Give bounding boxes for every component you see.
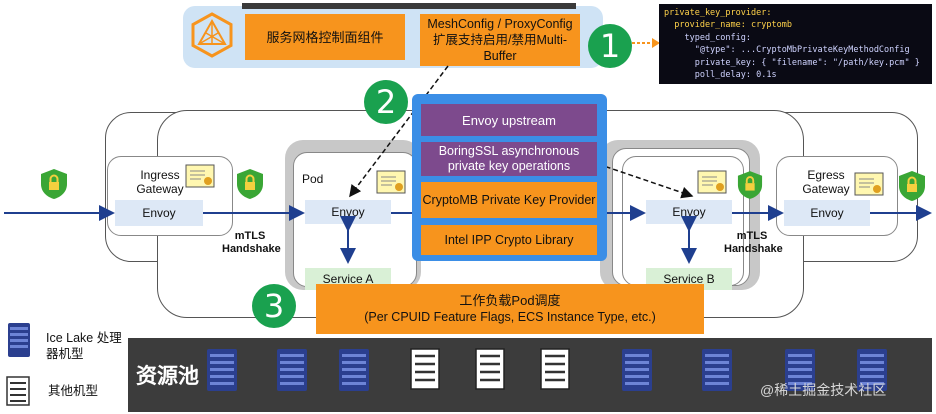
legend-icelake-icon bbox=[6, 322, 32, 363]
step-3-badge: 3 bbox=[252, 284, 296, 328]
code-line-6: poll_delay: 0.1s bbox=[664, 70, 777, 81]
certificate-icon bbox=[376, 170, 406, 201]
ingress-gateway-title: Ingress Gateway bbox=[136, 168, 184, 196]
code-line-3: typed_config: bbox=[664, 32, 751, 43]
scheduler-subtitle: (Per CPUID Feature Flags, ECS Instance T… bbox=[364, 310, 656, 324]
code-line-2: provider_name: cryptomb bbox=[664, 20, 792, 31]
control-plane-top-bar bbox=[242, 3, 576, 9]
step-1-arrow bbox=[632, 36, 660, 50]
boringssl-box: BoringSSL asynchronous private key opera… bbox=[421, 142, 597, 176]
istio-logo-icon bbox=[190, 12, 234, 58]
pod-a-title: Pod bbox=[302, 172, 324, 186]
control-plane-component-box: 服务网格控制面组件 bbox=[245, 14, 405, 60]
step-1-badge: 1 bbox=[588, 24, 632, 68]
lock-shield-icon bbox=[40, 168, 68, 205]
certificate-icon bbox=[854, 172, 884, 203]
lock-shield-icon bbox=[737, 170, 763, 205]
legend-other-icon bbox=[6, 376, 30, 411]
watermark: @稀土掘金技术社区 bbox=[760, 382, 887, 398]
lock-shield-icon bbox=[236, 168, 264, 205]
icelake-server-icon bbox=[620, 348, 654, 397]
cryptomb-box: CryptoMB Private Key Provider bbox=[421, 182, 597, 218]
other-server-icon bbox=[410, 348, 440, 395]
resource-pool-servers bbox=[205, 348, 925, 402]
resource-pool-title: 资源池 bbox=[136, 365, 199, 388]
ingress-envoy: Envoy bbox=[115, 200, 203, 226]
meshconfig-box: MeshConfig / ProxyConfig 扩展支持启用/禁用Multi-… bbox=[420, 14, 580, 66]
legend-other-label: 其他机型 bbox=[48, 384, 99, 398]
certificate-icon bbox=[185, 164, 215, 195]
icelake-server-icon bbox=[205, 348, 239, 397]
code-line-5: private_key: { "filename": "/path/key.pc… bbox=[664, 57, 920, 68]
other-server-icon bbox=[475, 348, 505, 395]
icelake-server-icon bbox=[855, 348, 889, 397]
config-code-snippet: private_key_provider: provider_name: cry… bbox=[659, 4, 932, 84]
certificate-icon bbox=[697, 170, 727, 201]
mtls-handshake-left: mTLS Handshake bbox=[222, 230, 281, 255]
scheduler-title: 工作负载Pod调度 bbox=[459, 293, 561, 308]
step-2-badge: 2 bbox=[364, 80, 408, 124]
icelake-server-icon bbox=[783, 348, 817, 397]
ipp-crypto-box: Intel IPP Crypto Library bbox=[421, 225, 597, 255]
code-line-1: private_key_provider: bbox=[664, 8, 772, 18]
other-server-icon bbox=[540, 348, 570, 395]
legend-icelake-label: Ice Lake 处理器机型 bbox=[46, 331, 122, 361]
icelake-server-icon bbox=[275, 348, 309, 397]
code-line-4: "@type": ...CryptoMbPrivateKeyMethodConf… bbox=[664, 45, 910, 56]
icelake-server-icon bbox=[337, 348, 371, 397]
lock-shield-icon bbox=[898, 170, 926, 207]
scheduler-box: 工作负载Pod调度 (Per CPUID Feature Flags, ECS … bbox=[316, 284, 704, 334]
icelake-server-icon bbox=[700, 348, 734, 397]
mtls-handshake-right: mTLS Handshake bbox=[724, 230, 783, 255]
envoy-upstream-box: Envoy upstream bbox=[421, 104, 597, 136]
egress-envoy: Envoy bbox=[784, 200, 870, 226]
egress-gateway-title: Egress Gateway bbox=[802, 168, 850, 196]
